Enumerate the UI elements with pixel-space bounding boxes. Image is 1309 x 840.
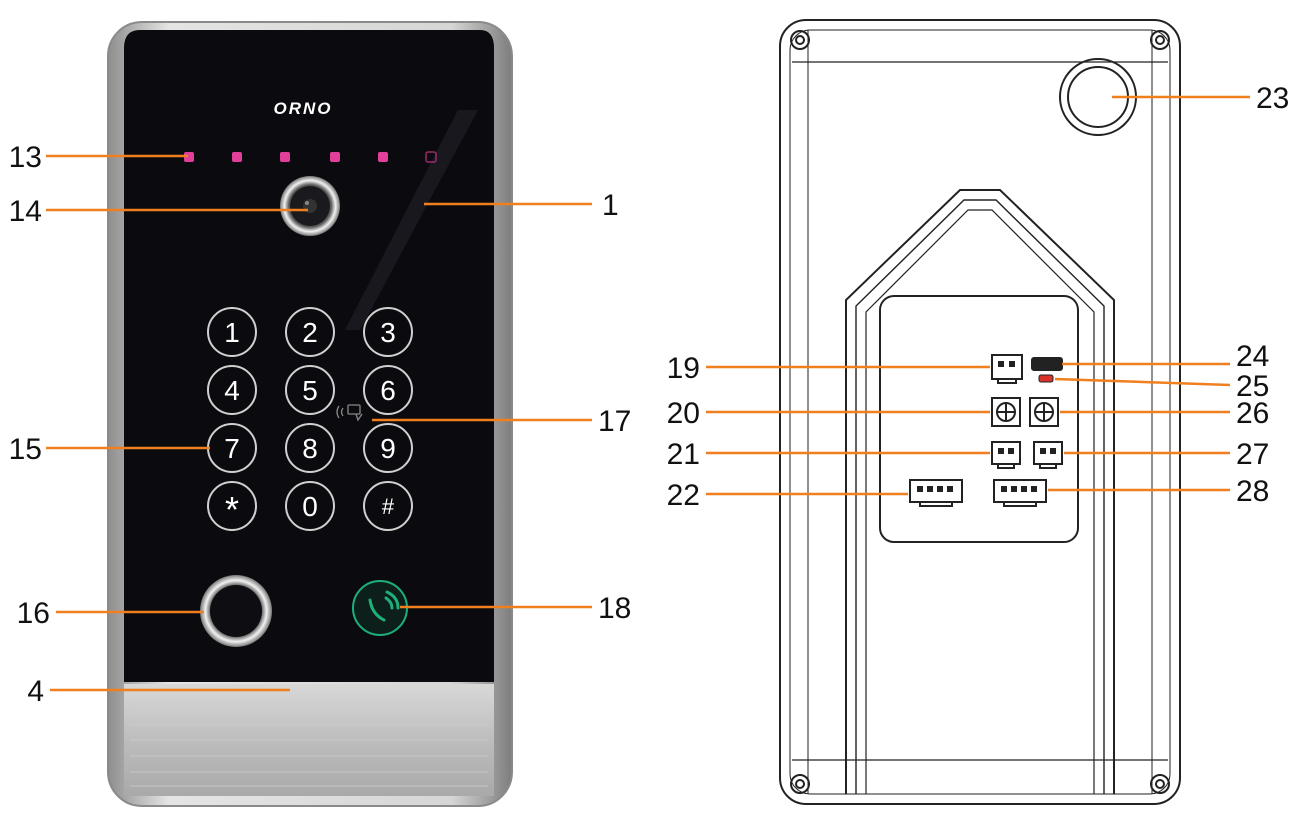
callout-4: 4 — [27, 675, 44, 708]
svg-text:2: 2 — [302, 317, 318, 348]
connector-22 — [909, 479, 963, 507]
callout-25: 25 — [1236, 370, 1269, 403]
svg-text:*: * — [225, 489, 239, 530]
status-leds — [184, 151, 437, 163]
callout-1: 1 — [602, 189, 619, 222]
mounting-hole — [1150, 30, 1170, 50]
leader-25 — [1054, 377, 1231, 387]
key-star[interactable]: * — [207, 481, 257, 531]
connector-27 — [1033, 441, 1063, 469]
callout-28: 28 — [1236, 475, 1269, 508]
callout-labels: 13 14 1 15 17 16 18 4 23 19 24 25 20 26 … — [9, 82, 1290, 708]
key-4[interactable]: 4 — [207, 365, 257, 415]
key-5[interactable]: 5 — [285, 365, 335, 415]
call-button[interactable] — [352, 580, 408, 636]
key-8[interactable]: 8 — [285, 423, 335, 473]
camera-lens — [280, 176, 340, 236]
arch-outer — [845, 189, 1115, 794]
svg-text:6: 6 — [380, 375, 396, 406]
arch-middle — [855, 199, 1105, 794]
svg-text:5: 5 — [302, 375, 318, 406]
callout-18: 18 — [598, 592, 631, 625]
key-3[interactable]: 3 — [363, 307, 413, 357]
pot-26[interactable] — [1029, 397, 1059, 427]
callout-16: 16 — [17, 597, 50, 630]
callout-13: 13 — [9, 141, 42, 174]
led — [378, 152, 388, 162]
led — [184, 152, 194, 162]
leader-lines — [46, 95, 1250, 692]
key-2[interactable]: 2 — [285, 307, 335, 357]
svg-text:0: 0 — [302, 491, 318, 522]
svg-text:4: 4 — [224, 375, 240, 406]
svg-text:1: 1 — [224, 317, 240, 348]
connector-28 — [993, 479, 1047, 507]
brush-lines — [130, 699, 488, 787]
mounting-hole — [790, 774, 810, 794]
callout-17: 17 — [598, 405, 631, 438]
callout-21: 21 — [667, 438, 700, 471]
callout-24: 24 — [1236, 340, 1269, 373]
callout-19: 19 — [667, 352, 700, 385]
indicator-led — [1038, 374, 1054, 383]
mounting-hole — [790, 30, 810, 50]
key-hash[interactable]: # — [363, 481, 413, 531]
rfid-card-icon — [336, 404, 363, 422]
svg-text:3: 3 — [380, 317, 396, 348]
callout-15: 15 — [9, 433, 42, 466]
key-1[interactable]: 1 — [207, 307, 257, 357]
led — [425, 151, 437, 163]
connector-21 — [991, 441, 1021, 469]
glass-reflection — [345, 110, 478, 330]
callout-20: 20 — [667, 397, 700, 430]
svg-text:#: # — [382, 494, 395, 519]
key-6[interactable]: 6 — [363, 365, 413, 415]
brand-logo: ORNO — [274, 99, 333, 118]
callout-27: 27 — [1236, 438, 1269, 471]
dip-switch[interactable] — [1031, 357, 1063, 371]
led — [232, 152, 242, 162]
connector-19 — [991, 354, 1023, 384]
svg-text:7: 7 — [224, 433, 240, 464]
callout-23: 23 — [1256, 82, 1289, 115]
svg-text:9: 9 — [380, 433, 396, 464]
key-0[interactable]: 0 — [285, 481, 335, 531]
phone-call-icon — [368, 590, 400, 622]
svg-text:8: 8 — [302, 433, 318, 464]
callout-22: 22 — [667, 479, 700, 512]
led — [280, 152, 290, 162]
arch-inner — [865, 209, 1095, 794]
terminal-recess — [879, 295, 1079, 543]
callout-14: 14 — [9, 195, 42, 228]
led — [330, 152, 340, 162]
pot-20[interactable] — [991, 397, 1021, 427]
mounting-hole — [1150, 774, 1170, 794]
callout-26: 26 — [1236, 397, 1269, 430]
key-9[interactable]: 9 — [363, 423, 413, 473]
keypad: 1 2 3 4 5 6 7 8 9 * 0 # — [207, 307, 413, 531]
fingerprint-reader[interactable] — [200, 575, 272, 647]
front-panel: ORNO 1 2 3 4 5 6 7 8 9 * 0 # — [107, 21, 513, 807]
